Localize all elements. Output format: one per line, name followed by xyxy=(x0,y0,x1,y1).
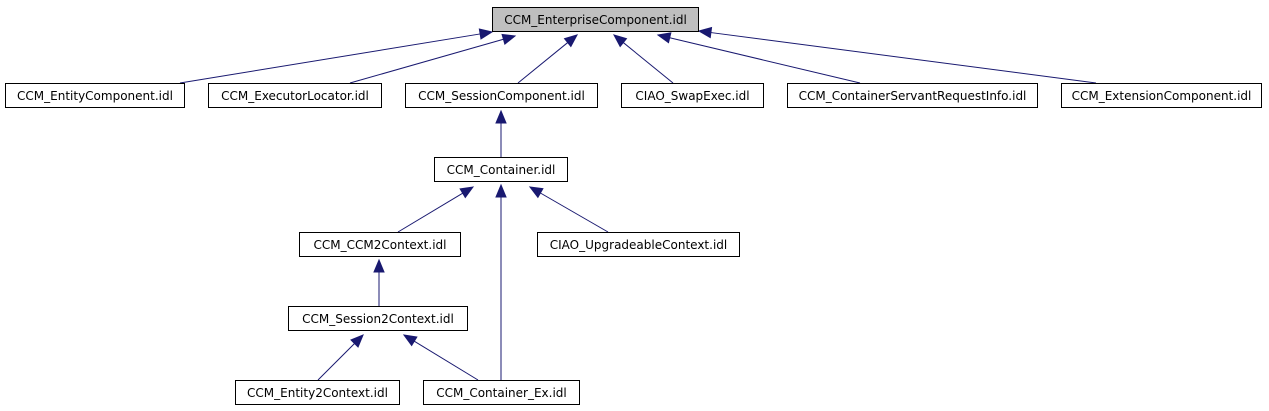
arrowhead-ccm2ctx-to-container xyxy=(459,186,475,199)
edge-extension-to-enterprise xyxy=(710,32,1097,84)
node-ccm-entitycomponent[interactable]: CCM_EntityComponent.idl xyxy=(5,83,185,108)
node-ccm-container-ex[interactable]: CCM_Container_Ex.idl xyxy=(423,380,580,405)
edge-containerex-to-session2ctx xyxy=(413,340,479,381)
node-ccm-executorlocator[interactable]: CCM_ExecutorLocator.idl xyxy=(208,83,382,108)
arrowhead-entity-to-enterprise xyxy=(478,28,494,40)
node-ciao-swapexec[interactable]: CIAO_SwapExec.idl xyxy=(621,83,764,108)
edge-swapexec-to-enterprise xyxy=(622,42,674,84)
node-ccm-session2context[interactable]: CCM_Session2Context.idl xyxy=(288,306,468,331)
arrowhead-upgradeable-to-container xyxy=(528,186,544,199)
edge-upgradeable-to-container xyxy=(540,192,609,233)
arrowhead-session2ctx-to-ccm2ctx xyxy=(373,258,385,273)
node-ccm-sessioncomponent[interactable]: CCM_SessionComponent.idl xyxy=(405,83,598,108)
arrowhead-container-to-session xyxy=(495,109,507,124)
edge-ccm2ctx-to-container xyxy=(397,192,463,233)
edge-session-to-enterprise xyxy=(517,42,569,84)
arrowhead-executor-to-enterprise xyxy=(501,33,517,45)
dependency-edges xyxy=(179,26,1097,381)
edge-servantreq-to-enterprise xyxy=(669,37,861,84)
arrowhead-entity2ctx-to-session2ctx xyxy=(350,334,364,348)
node-ccm-ccm2context[interactable]: CCM_CCM2Context.idl xyxy=(299,232,461,257)
arrowhead-session-to-enterprise xyxy=(563,34,579,48)
arrowhead-extension-to-enterprise xyxy=(697,26,713,39)
arrowhead-containerex-to-container xyxy=(495,183,507,198)
arrowhead-swapexec-to-enterprise xyxy=(612,34,628,48)
node-ccm-entity2context[interactable]: CCM_Entity2Context.idl xyxy=(235,380,400,405)
edge-executor-to-enterprise xyxy=(349,38,504,84)
arrowhead-servantreq-to-enterprise xyxy=(656,32,672,44)
arrowhead-containerex-to-session2ctx xyxy=(402,334,418,347)
node-ciao-upgradeablecontext[interactable]: CIAO_UpgradeableContext.idl xyxy=(537,232,740,257)
node-ccm-containerservantrequestinfo[interactable]: CCM_ContainerServantRequestInfo.idl xyxy=(787,83,1038,108)
node-ccm-container[interactable]: CCM_Container.idl xyxy=(434,157,568,182)
edge-entity2ctx-to-session2ctx xyxy=(317,343,355,381)
node-ccm-enterprisecomponent[interactable]: CCM_EnterpriseComponent.idl xyxy=(492,7,699,32)
edge-entity-to-enterprise xyxy=(179,33,481,84)
node-ccm-extensioncomponent[interactable]: CCM_ExtensionComponent.idl xyxy=(1061,83,1262,108)
